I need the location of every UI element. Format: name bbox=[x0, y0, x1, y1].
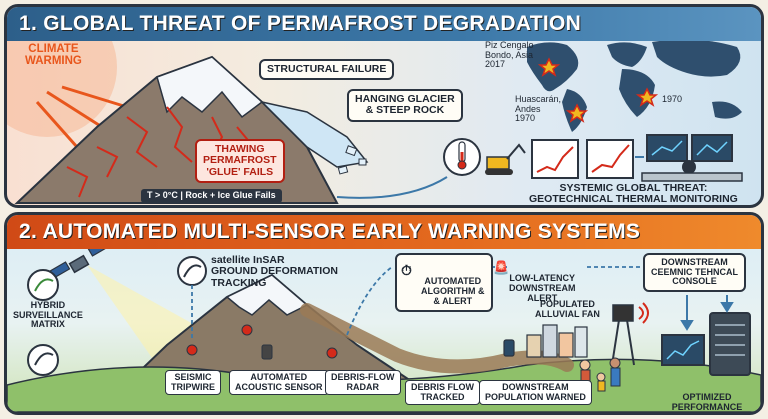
panel2-title: 2. AUTOMATED MULTI-SENSOR EARLY WARNING … bbox=[7, 215, 761, 249]
mountain-snowcap bbox=[225, 274, 309, 316]
stopwatch-icon: ⏱ bbox=[401, 262, 412, 278]
automated-algorithm-label: AUTOMATED ALGORITHM & & ALERT bbox=[421, 276, 485, 306]
sensor-markers bbox=[186, 324, 338, 360]
climate-warming-label: CLIMATE WARMING bbox=[25, 43, 82, 68]
debris-flow-tracked-label: DEBRIS FLOW TRACKED bbox=[405, 380, 480, 406]
satellite-dish-icon bbox=[177, 256, 207, 286]
thermal-arrows bbox=[336, 156, 644, 199]
map-label-piz-cengalo: Piz Cengalo Bondo, Asia 2017 bbox=[485, 40, 534, 70]
hanging-glacier bbox=[259, 100, 369, 168]
automated-algorithm-box: ⏱ AUTOMATED ALGORITHM & & ALERT bbox=[395, 253, 493, 312]
seismic-tripwire-label: SEISMIC TRIPWIRE bbox=[165, 370, 221, 396]
alarm-light-icon: 🚨 bbox=[493, 260, 510, 275]
hanging-glacier-label: HANGING GLACIER & STEEP ROCK bbox=[347, 89, 463, 122]
debris-radar-label: DEBRIS-FLOW RADAR bbox=[325, 370, 401, 396]
warming-rays bbox=[35, 85, 128, 148]
thawing-permafrost-label: THAWING PERMAFROST 'GLUE' FAILS bbox=[195, 139, 285, 183]
low-latency-alert-label: LOW-LATENCY DOWNSTREAM ALERT bbox=[509, 273, 576, 303]
trend-chart-icon bbox=[586, 139, 634, 179]
alluvial-fan-label: POPULATED ALLUVIAL FAN bbox=[535, 299, 600, 319]
systemic-threat-label: SYSTEMIC GLOBAL THREAT: GEOTECHNICAL THE… bbox=[529, 182, 738, 206]
satellite-insar-label: satellite InSAR GROUND DEFORMATION TRACK… bbox=[211, 254, 338, 289]
monitoring-station-icon bbox=[641, 134, 743, 182]
map-label-1970: 1970 bbox=[662, 94, 683, 104]
phone-alert-icon bbox=[503, 339, 515, 357]
town-icon bbox=[526, 324, 588, 358]
console-arrows bbox=[680, 295, 734, 331]
panel-permafrost-threat: 1. GLOBAL THREAT OF PERMAFROST DEGRADATI… bbox=[4, 4, 764, 208]
acoustic-sensor-label: AUTOMATED ACOUSTIC SENSOR bbox=[229, 370, 329, 396]
map-label-huascaran: Huascarán, Andes 1970 bbox=[515, 94, 562, 124]
event-burst-markers bbox=[537, 57, 659, 123]
console-label: DOWNSTREAM CEEMNIC TEHNCAL CONSOLE bbox=[643, 253, 746, 293]
optimized-performance-label: OPTIMIZED PERFORMANCE bbox=[671, 392, 743, 412]
panel-early-warning: 2. AUTOMATED MULTI-SENSOR EARLY WARNING … bbox=[4, 212, 764, 415]
low-latency-alert-box: 🚨 LOW-LATENCY DOWNSTREAM ALERT bbox=[493, 255, 576, 304]
panel1-title: 1. GLOBAL THREAT OF PERMAFROST DEGRADATI… bbox=[7, 7, 761, 41]
radar-dish-icon bbox=[27, 269, 59, 376]
structural-failure-label: STRUCTURAL FAILURE bbox=[259, 59, 395, 81]
mountain-snowcap bbox=[156, 56, 264, 119]
excavator-icon bbox=[485, 143, 526, 175]
falling-ice-icon bbox=[337, 145, 367, 175]
siren-tower-icon bbox=[611, 302, 649, 366]
population-warned-label: DOWNSTREAM POPULATION WARNED bbox=[479, 380, 592, 406]
thermometer-icon bbox=[443, 138, 481, 176]
hybrid-surveillance-label: HYBRID SURVEILLANCE MATRIX bbox=[13, 300, 83, 330]
temperature-note: T > 0°C | Rock + Ice Glue Fails bbox=[141, 189, 282, 203]
thermal-chart-icon bbox=[531, 139, 579, 179]
server-console-icon bbox=[661, 312, 751, 376]
